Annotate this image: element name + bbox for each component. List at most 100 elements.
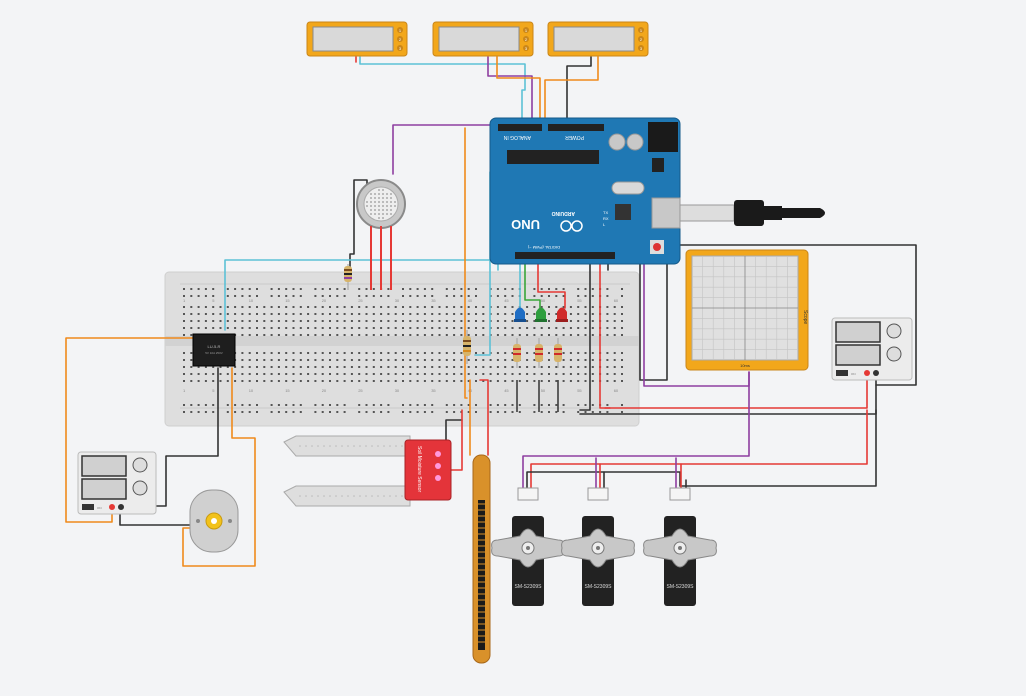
arduino-l-label: L bbox=[603, 222, 606, 227]
arduino-uno[interactable]: ANALOG IN POWER UNO ARDUINO TX RX L bbox=[489, 117, 681, 265]
breadboard-column-number: 30 bbox=[395, 298, 400, 303]
lcd-pin-label: 2 bbox=[640, 37, 643, 42]
power-supply-knob[interactable] bbox=[886, 346, 902, 362]
crystal bbox=[611, 181, 645, 195]
power-switch[interactable] bbox=[836, 370, 848, 376]
led-red[interactable] bbox=[556, 307, 568, 323]
breadboard-column-number: 1 bbox=[183, 298, 186, 303]
negative-terminal[interactable] bbox=[873, 370, 879, 376]
flex-sensor-ticks bbox=[478, 503, 485, 643]
breadboard-column-number: 50 bbox=[541, 298, 546, 303]
breadboard[interactable]: 1155101015152020252530303535404045455050… bbox=[164, 271, 640, 427]
wire-red-led bbox=[537, 261, 566, 309]
arduino-model-label: UNO bbox=[511, 217, 540, 232]
breadboard-holes bbox=[183, 288, 623, 413]
wire-red-right bbox=[604, 379, 868, 409]
wire-red-servo bbox=[530, 409, 868, 489]
power-on-label: ON bbox=[851, 372, 856, 376]
negative-terminal[interactable] bbox=[118, 504, 124, 510]
breadboard-column-number: 25 bbox=[358, 298, 363, 303]
wire-lcd3-black bbox=[566, 56, 592, 131]
breadboard-column-number: 20 bbox=[322, 388, 327, 393]
arduino-tx-label: TX bbox=[603, 210, 608, 215]
power-supply-left[interactable]: ON bbox=[77, 451, 157, 515]
wire-lcd2-purple bbox=[487, 56, 533, 131]
led-green[interactable] bbox=[535, 307, 547, 323]
soil-moisture-probe[interactable] bbox=[283, 435, 411, 507]
oscilloscope-time-label: 10ms bbox=[740, 363, 750, 368]
servo-motor[interactable]: SM-S2309S bbox=[561, 487, 635, 606]
breadboard-column-number: 60 bbox=[614, 298, 619, 303]
oscilloscope[interactable]: Scope 10ms bbox=[685, 249, 809, 371]
positive-terminal[interactable] bbox=[864, 370, 870, 376]
usb-cable[interactable] bbox=[679, 200, 825, 226]
resistor-3[interactable] bbox=[513, 338, 521, 368]
power-supply-knob[interactable] bbox=[132, 457, 148, 473]
lcd-display-1[interactable]: 1 2 3 bbox=[306, 21, 408, 57]
breadboard-column-number: 55 bbox=[577, 388, 582, 393]
wires[interactable] bbox=[65, 56, 917, 567]
soil-probe-traces bbox=[299, 445, 403, 497]
power-supply-display bbox=[835, 344, 881, 366]
lcd-display-2[interactable]: 1 2 3 bbox=[432, 21, 534, 57]
wire-orange-relay-left bbox=[65, 337, 194, 523]
power-supply-right[interactable]: ON bbox=[831, 317, 913, 381]
flex-sensor-strip bbox=[478, 500, 485, 650]
resistor-5[interactable] bbox=[554, 338, 562, 368]
oscilloscope-label: Scope bbox=[802, 310, 808, 324]
wire-purple-servo bbox=[522, 371, 750, 489]
power-supply-display bbox=[81, 455, 127, 477]
positive-terminal[interactable] bbox=[109, 504, 115, 510]
led-blue[interactable] bbox=[514, 307, 526, 323]
usb-port[interactable] bbox=[651, 197, 681, 229]
lcd-screen bbox=[312, 26, 394, 52]
servo-model-label: SM-S2309S bbox=[585, 584, 613, 590]
power-supply-knob[interactable] bbox=[132, 480, 148, 496]
led-ground-wires bbox=[516, 380, 559, 412]
wire-green-led bbox=[524, 261, 541, 311]
flex-sensor[interactable] bbox=[472, 454, 491, 664]
arduino-digital-label: DIGITAL (PWM ~) bbox=[527, 245, 560, 250]
wire-red-flex bbox=[479, 379, 489, 456]
lcd-pin-label: 1 bbox=[525, 28, 528, 33]
capacitor-icon bbox=[626, 133, 644, 151]
arduino-analog-label: ANALOG IN bbox=[503, 134, 531, 140]
resistor-1[interactable] bbox=[344, 264, 352, 290]
gas-sensor[interactable] bbox=[356, 179, 406, 290]
wire-black-motor bbox=[119, 511, 191, 526]
servo-motor[interactable]: SM-S2309S bbox=[643, 487, 717, 606]
lcd-pin-label: 2 bbox=[525, 37, 528, 42]
breadboard-column-number: 35 bbox=[431, 298, 436, 303]
power-switch[interactable] bbox=[82, 504, 94, 510]
power-supply-knob[interactable] bbox=[886, 323, 902, 339]
breadboard-column-number: 25 bbox=[358, 388, 363, 393]
breadboard-column-number: 10 bbox=[249, 388, 254, 393]
arduino-digital-header[interactable] bbox=[515, 252, 615, 259]
power-supply-display bbox=[81, 478, 127, 500]
lcd-screen bbox=[438, 26, 520, 52]
servo-motor[interactable]: SM-S2309S bbox=[491, 487, 565, 606]
soil-moisture-board[interactable]: Soil Moisture Sensor bbox=[404, 439, 452, 501]
wire-lcd3-orange bbox=[544, 56, 599, 131]
servos[interactable]: SM-S2309S SM-S2309S SM-S2309S bbox=[491, 487, 717, 606]
arduino-power-header[interactable] bbox=[548, 124, 604, 131]
wire-cyan-long bbox=[224, 259, 499, 331]
lcd-display-3[interactable]: 1 2 3 bbox=[547, 21, 649, 57]
breadboard-column-number: 40 bbox=[468, 298, 473, 303]
power-jack[interactable] bbox=[648, 122, 678, 152]
dc-motor[interactable] bbox=[189, 489, 239, 553]
resistor-2[interactable] bbox=[463, 330, 471, 364]
arduino-brand-label: ARDUINO bbox=[552, 210, 575, 216]
breadboard-column-numbers: 1155101015152020252530303535404045455050… bbox=[183, 298, 619, 393]
soil-sensor-label: Soil Moisture Sensor bbox=[416, 446, 422, 492]
arduino-analog-header[interactable] bbox=[498, 124, 542, 131]
resistor-4[interactable] bbox=[535, 338, 543, 368]
relay-module[interactable]: LU-5-R 5V 10A 250V bbox=[192, 333, 236, 367]
breadboard-column-number: 45 bbox=[504, 388, 509, 393]
reset-button-cap[interactable] bbox=[653, 243, 661, 251]
lcd-pin-label: 3 bbox=[525, 46, 528, 51]
servo-model-label: SM-S2309S bbox=[667, 584, 695, 590]
voltage-regulator bbox=[652, 158, 664, 172]
breadboard-column-number: 20 bbox=[322, 298, 327, 303]
